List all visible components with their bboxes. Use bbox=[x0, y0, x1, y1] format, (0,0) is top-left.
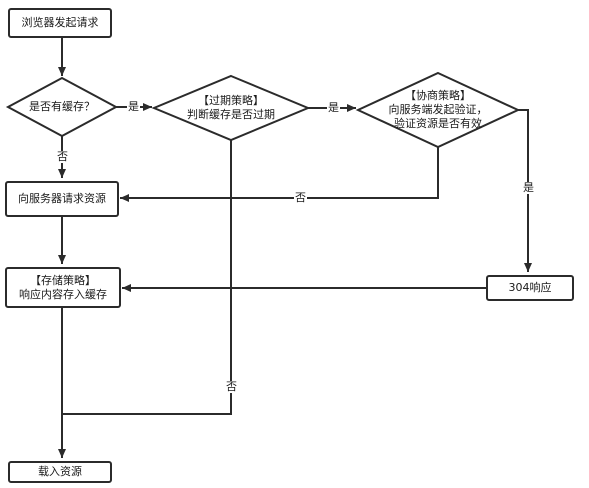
edge-label-expire-yes: 是 bbox=[327, 101, 340, 114]
decision-expire-title: 【过期策略】 bbox=[198, 94, 264, 107]
edge-label-cache-no: 否 bbox=[56, 150, 69, 163]
edge-label-cache-yes: 是 bbox=[127, 100, 140, 113]
decision-has-cache: 是否有缓存？ bbox=[14, 96, 110, 118]
edge-label-expire-no: 否 bbox=[225, 380, 238, 393]
node-load-label: 载入资源 bbox=[38, 465, 82, 478]
edge-label-negotiate-yes: 是 bbox=[522, 181, 535, 194]
node-load: 载入资源 bbox=[8, 461, 112, 483]
decision-expire: 【过期策略】 判断缓存是否过期 bbox=[166, 93, 296, 123]
node-store-text: 响应内容存入缓存 bbox=[19, 287, 107, 301]
node-store-title: 【存储策略】 bbox=[30, 273, 96, 287]
node-304-label: 304响应 bbox=[508, 281, 552, 294]
decision-expire-text: 判断缓存是否过期 bbox=[187, 108, 275, 121]
node-start: 浏览器发起请求 bbox=[8, 8, 112, 38]
node-store-strategy: 【存储策略】 响应内容存入缓存 bbox=[5, 267, 121, 308]
node-request-server: 向服务器请求资源 bbox=[5, 181, 119, 217]
edge-negotiate-no bbox=[120, 147, 439, 202]
node-start-label: 浏览器发起请求 bbox=[21, 16, 99, 29]
decision-negotiate-line1: 向服务端发起验证， bbox=[388, 103, 488, 116]
node-request-server-label: 向服务器请求资源 bbox=[18, 192, 106, 205]
edge-negotiate-yes bbox=[518, 109, 532, 272]
node-304: 304响应 bbox=[486, 275, 574, 301]
decision-negotiate: 【协商策略】 向服务端发起验证， 验证资源是否有效 bbox=[370, 88, 506, 132]
edge-label-negotiate-no: 否 bbox=[294, 191, 307, 204]
decision-has-cache-label: 是否有缓存？ bbox=[29, 100, 95, 113]
decision-negotiate-title: 【协商策略】 bbox=[405, 89, 471, 102]
edge-expire-no bbox=[62, 140, 232, 415]
decision-negotiate-line2: 验证资源是否有效 bbox=[394, 117, 482, 130]
